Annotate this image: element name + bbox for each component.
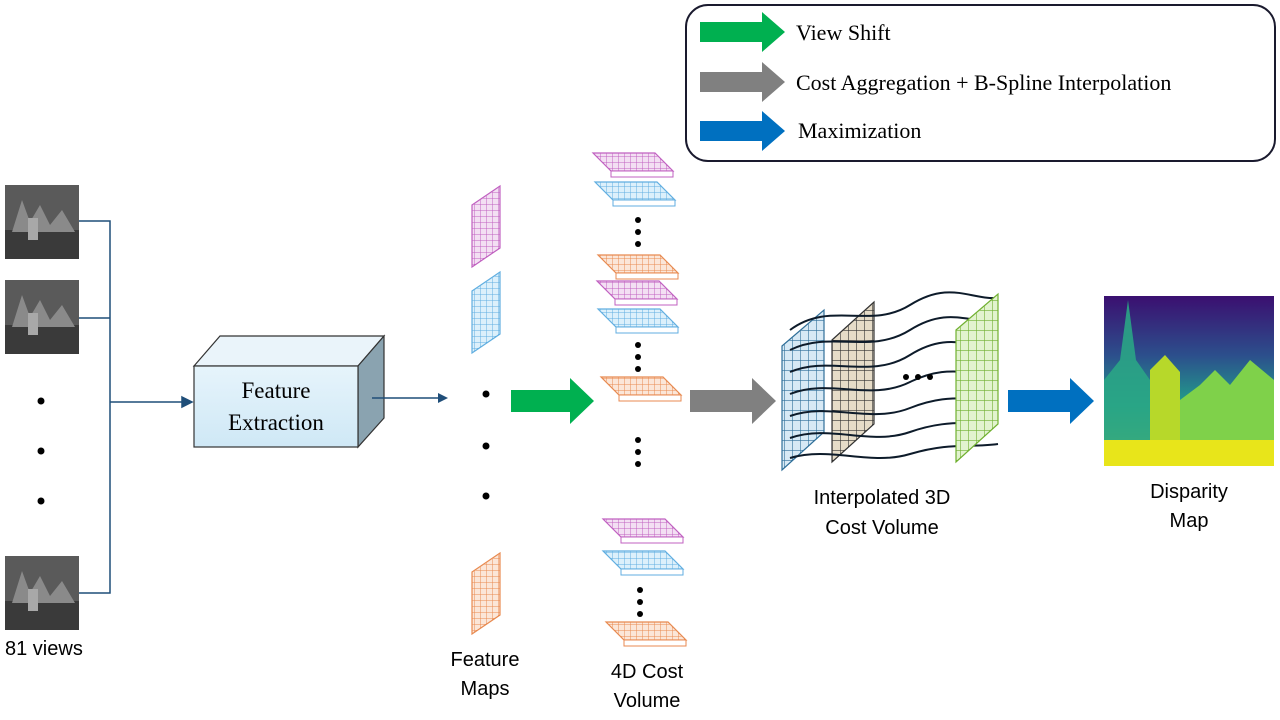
cost-volume-4d xyxy=(591,152,688,647)
cost-volume-3d: Interpolated 3D Cost Volume xyxy=(781,291,999,539)
cost-slab-purple xyxy=(601,518,685,538)
view-thumbnail xyxy=(5,280,79,354)
cost-volume-3d-line2: Cost Volume xyxy=(825,517,938,539)
cost-slab-orange xyxy=(599,376,683,396)
ellipsis-dot xyxy=(37,497,45,505)
cost-slab-blue xyxy=(593,181,677,201)
ellipsis-dot xyxy=(37,397,45,405)
cost-volume-4d-dots xyxy=(635,217,643,617)
legend-item-cost-aggregation: Cost Aggregation + B-Spline Interpolatio… xyxy=(700,62,1171,102)
feature-maps-line2: Maps xyxy=(461,678,510,700)
cost-slab-edge-purple xyxy=(610,170,674,178)
feature-map-orange xyxy=(471,551,501,636)
legend-frame xyxy=(685,4,1276,162)
gray-arrow-icon xyxy=(700,62,785,102)
cost-slab-blue xyxy=(596,308,680,328)
disparity-line1: Disparity xyxy=(1150,481,1228,503)
legend-label-view-shift: View Shift xyxy=(796,20,891,45)
cost-slab-edge-blue xyxy=(615,326,679,334)
cost-slab-edge-orange xyxy=(615,272,679,280)
maximization-arrow xyxy=(1008,378,1094,424)
cost-slab-orange xyxy=(596,254,680,274)
blue-arrow-icon xyxy=(700,111,785,151)
legend-label-maximization: Maximization xyxy=(798,118,921,143)
legend-item-maximization: Maximization xyxy=(700,111,921,151)
cost-volume-4d-line2: Volume xyxy=(614,690,681,712)
cost-slab-orange xyxy=(604,621,688,641)
cost-slab-blue xyxy=(601,550,685,570)
cost-slice-tan xyxy=(831,300,875,464)
cost-slab-edge-blue xyxy=(620,568,684,576)
legend: View Shift Cost Aggregation + B-Spline I… xyxy=(685,4,1276,162)
input-caption: 81 views xyxy=(5,638,83,660)
disparity-line2: Map xyxy=(1170,510,1209,532)
feature-extraction-line1: Feature xyxy=(242,378,311,403)
cost-slab-edge-orange xyxy=(618,394,682,402)
legend-label-cost-aggregation: Cost Aggregation + B-Spline Interpolatio… xyxy=(796,70,1171,95)
feature-map-purple xyxy=(471,184,501,269)
input-bracket xyxy=(79,220,194,594)
green-arrow-icon xyxy=(700,12,785,52)
disparity-map-image xyxy=(1104,296,1274,466)
cost-slab-edge-blue xyxy=(612,199,676,207)
cost-slice-green xyxy=(955,292,999,464)
cost-slab-purple xyxy=(591,152,675,172)
cost-slab-purple xyxy=(595,280,679,300)
cost-slab-edge-purple xyxy=(620,536,684,544)
cost-aggregation-arrow xyxy=(690,378,776,424)
ellipsis-dot xyxy=(37,447,45,455)
input-views: 81 views xyxy=(5,185,83,660)
ellipsis-dot xyxy=(482,492,490,500)
ellipsis-dot xyxy=(482,390,490,398)
cost-slab-edge-orange xyxy=(623,639,687,647)
extraction-output-arrow xyxy=(372,393,448,403)
cost-volume-4d-line1: 4D Cost xyxy=(611,661,684,683)
legend-item-view-shift: View Shift xyxy=(700,12,891,52)
feature-maps: Feature Maps xyxy=(451,184,520,700)
ellipsis-dot xyxy=(482,442,490,450)
cost-slab-edge-purple xyxy=(614,298,678,306)
view-thumbnail xyxy=(5,185,79,259)
view-thumbnail xyxy=(5,556,79,630)
feature-extraction-box: Feature Extraction xyxy=(192,334,386,449)
view-shift-arrow xyxy=(511,378,594,424)
feature-maps-line1: Feature xyxy=(451,649,520,671)
feature-extraction-line2: Extraction xyxy=(228,410,324,435)
feature-map-blue xyxy=(471,270,501,355)
cost-volume-3d-line1: Interpolated 3D xyxy=(814,487,951,509)
